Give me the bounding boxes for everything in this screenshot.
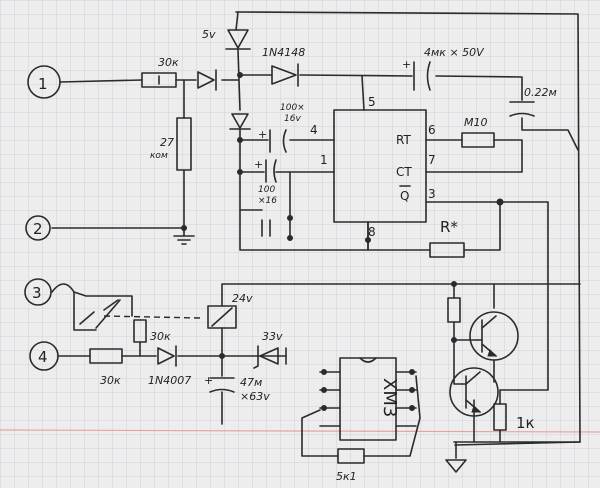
chip-xm3-label: XM3	[379, 378, 400, 417]
ic-pin-4: 4	[310, 123, 318, 137]
resistor-30k-relay: 30к	[133, 319, 171, 357]
resistor-27k-unit: ком	[150, 151, 168, 161]
relay-24v-label: 24v	[232, 292, 253, 305]
diode-1n4148: 1N4148	[262, 46, 305, 87]
ic-pin-7: 7	[428, 153, 436, 167]
ic-pin-8: 8	[368, 225, 376, 239]
zener-33v: 33v	[253, 330, 283, 369]
ic-pin-6: 6	[428, 123, 436, 137]
resistor-27k-label: 27	[160, 136, 174, 149]
svg-text:+: +	[402, 58, 411, 71]
resistor-30k-bottom-label: 30к	[100, 374, 121, 387]
ic-pin-3: 3	[428, 187, 436, 201]
resistor-30k-relay-label: 30к	[150, 330, 171, 343]
resistor-r-star-label: R*	[440, 218, 458, 236]
cap-100-upper: + 100× 16v	[258, 103, 305, 153]
resistor-30k-input-label: 30к	[158, 56, 179, 69]
terminal-1-label: 1	[38, 75, 48, 93]
resistor-5k1-label: 5к1	[336, 470, 357, 483]
ic-label-ct: CT	[396, 165, 412, 179]
supply-5v-label: 5v	[202, 28, 216, 41]
resistor-1k: 1к	[493, 403, 535, 432]
relay-coil: 24v	[207, 283, 581, 357]
resistor-r-star: R*	[429, 218, 465, 258]
cap-100-lower: + 100 ×16	[254, 158, 277, 206]
ic-timer: 5 4 1 6 7 3 8 RT CT Q	[310, 95, 436, 239]
junction-dot-relay	[451, 281, 457, 287]
ground-symbol-left	[173, 231, 195, 245]
junction-dot-base	[451, 337, 457, 343]
cap-top-label: 4мк × 50V	[424, 46, 485, 59]
ic-pin-1: 1	[320, 153, 328, 167]
cap-022-label: 0.22м	[524, 86, 557, 99]
resistor-transistor-base	[447, 297, 461, 323]
ic-wires	[239, 129, 549, 391]
ic-label-q: Q	[400, 189, 409, 203]
terminal-3: 3	[24, 278, 52, 306]
svg-text:+: +	[258, 128, 267, 141]
terminal-2-label: 2	[33, 220, 43, 238]
relay-switch	[51, 283, 201, 331]
diode-1n4007-label: 1N4007	[148, 374, 191, 387]
transistor-lower	[449, 367, 499, 417]
cap-022: 0.22м	[509, 86, 557, 117]
resistor-30k-bottom: 30к	[89, 348, 123, 387]
bottom-wires	[57, 347, 287, 425]
cap-47-value: 47м	[240, 376, 262, 389]
ic-label-rt: RT	[396, 133, 411, 147]
diode-vertical-2	[229, 113, 251, 130]
svg-text:+: +	[254, 158, 263, 171]
terminal-2: 2	[25, 215, 51, 241]
terminal-3-label: 3	[32, 284, 42, 302]
diode-1n4148-label: 1N4148	[262, 46, 305, 59]
zener-33v-label: 33v	[262, 330, 283, 343]
resistor-1k-label: 1к	[516, 414, 535, 432]
chip-xm3: XM3	[301, 357, 421, 457]
cap-47-voltage: ×63v	[240, 390, 270, 403]
cap-small	[261, 215, 293, 241]
ground-symbol-right	[445, 441, 581, 473]
resistor-5k1: 5к1	[336, 448, 365, 483]
cap-47: + 47м ×63v	[204, 353, 270, 403]
resistor-m10-label: M10	[464, 116, 488, 129]
cap-100-upper-voltage: 16v	[284, 114, 301, 124]
junction-dots	[181, 72, 504, 243]
cap-100-lower-voltage: ×16	[258, 196, 277, 206]
cap-top: + 4мк × 50V	[402, 46, 485, 91]
svg-text:+: +	[204, 374, 213, 387]
input-wires	[51, 79, 239, 233]
diode-1n4007: 1N4007	[148, 345, 191, 387]
ic-pin-5: 5	[368, 95, 376, 109]
resistor-27k: 27 ком	[150, 117, 192, 171]
cap-100-upper-value: 100×	[280, 103, 305, 113]
resistor-m10: M10	[461, 116, 495, 148]
diode-5v: 5v	[202, 28, 251, 50]
top-rail-wires	[235, 11, 581, 446]
cap-100-lower-value: 100	[258, 185, 275, 195]
transistor-upper	[469, 311, 519, 361]
terminal-4-label: 4	[38, 348, 48, 366]
resistor-30k-input: 30к	[141, 56, 179, 88]
diode-input	[197, 69, 217, 91]
